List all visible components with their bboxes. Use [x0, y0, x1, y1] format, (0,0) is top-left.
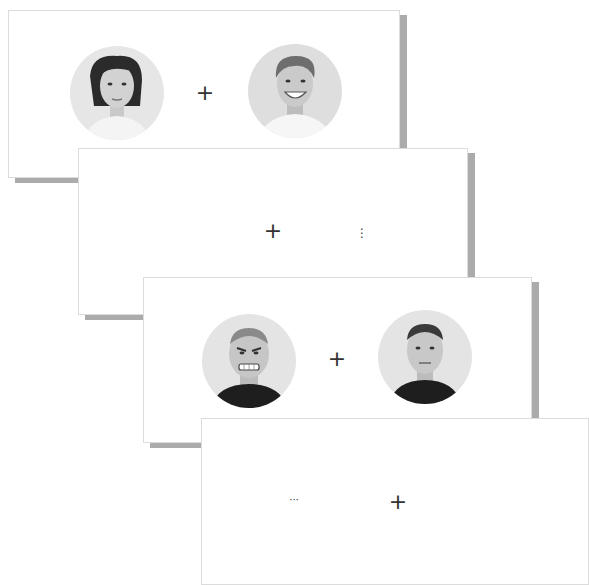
text-holder: + [328, 348, 346, 370]
fixation-cross: + [328, 348, 346, 370]
probe-dots: ··· [289, 495, 299, 505]
probe-dots: ⋮ [356, 227, 368, 239]
face-photo [202, 314, 296, 408]
text-holder: + [196, 82, 214, 104]
face-photo [248, 44, 342, 138]
trial-screen: ··· + [201, 418, 589, 585]
text-holder: ⋮ [356, 222, 368, 241]
text-holder: + [389, 491, 407, 513]
face-photo [70, 46, 164, 140]
fixation-cross: + [196, 82, 214, 104]
face-photo [378, 310, 472, 404]
text-holder: + [264, 220, 282, 242]
text-holder: ··· [289, 488, 299, 507]
fixation-cross: + [389, 491, 407, 513]
fixation-cross: + [264, 220, 282, 242]
